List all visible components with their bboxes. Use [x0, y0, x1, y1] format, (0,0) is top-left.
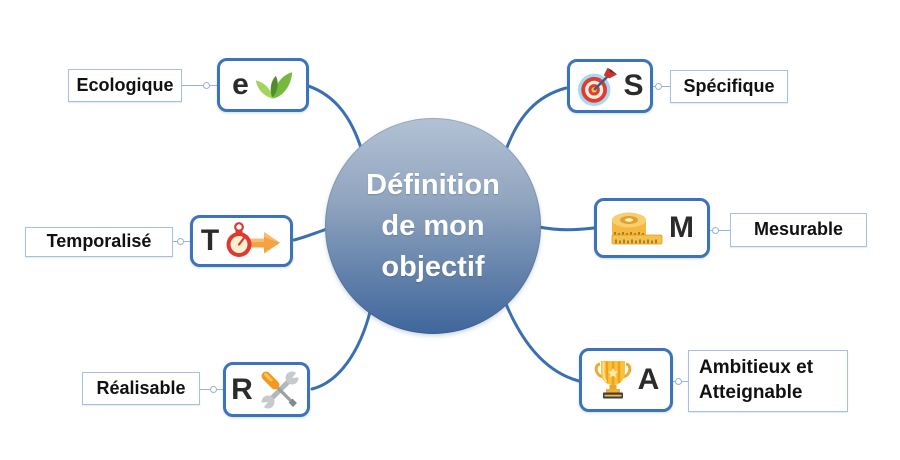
node-realisable[interactable]: R — [223, 362, 310, 417]
branch-curve-specifique — [504, 86, 568, 152]
branch-curve-mesurable — [537, 225, 596, 232]
trophy-icon — [594, 361, 631, 399]
label-realisable[interactable]: Réalisable — [82, 372, 200, 405]
label-specifique[interactable]: Spécifique — [670, 70, 788, 103]
connector-dot — [203, 81, 210, 89]
node-letter-m: M — [669, 211, 694, 244]
branch-curve-temporalise — [292, 227, 329, 242]
connector-dot — [712, 226, 719, 234]
label-ambitieux[interactable]: Ambitieux et Atteignable — [688, 350, 848, 412]
node-mesurable[interactable]: M — [594, 198, 710, 258]
connector-ambitieux — [672, 377, 689, 385]
node-specifique[interactable]: S — [567, 59, 653, 113]
connector-realisable — [199, 385, 224, 393]
tools-icon — [257, 370, 302, 409]
connector-mesurable — [709, 226, 731, 234]
node-letter-s: S — [623, 69, 644, 102]
connector-ecologique — [182, 81, 217, 89]
node-ambitieux[interactable]: A — [579, 348, 673, 412]
node-temporalise[interactable]: T — [190, 215, 293, 267]
node-letter-r: R — [231, 372, 253, 406]
branch-curve-ambitieux — [504, 302, 581, 383]
node-letter-a: A — [637, 363, 660, 396]
branch-curve-ecologique — [300, 82, 363, 150]
central-topic[interactable]: Définition de mon objectif — [325, 118, 541, 334]
connector-specifique — [652, 82, 671, 90]
connector-dot — [675, 377, 682, 385]
measuring-tape-icon — [611, 212, 663, 245]
central-title-line1: Définition — [366, 168, 500, 201]
node-letter-e: e — [232, 68, 249, 101]
connector-dot — [655, 82, 662, 90]
central-title-line3: objectif — [381, 250, 485, 283]
stopwatch-arrow-icon — [226, 222, 281, 257]
node-ecologique[interactable]: e — [217, 58, 309, 112]
target-icon — [578, 67, 618, 107]
node-letter-t: T — [200, 224, 220, 257]
connector-dot — [177, 237, 184, 245]
branch-curve-realisable — [310, 310, 372, 391]
label-temporalise[interactable]: Temporalisé — [25, 227, 173, 257]
label-mesurable[interactable]: Mesurable — [730, 213, 867, 247]
leaf-icon — [255, 72, 293, 99]
connector-temporalise — [172, 237, 191, 245]
label-ecologique[interactable]: Ecologique — [68, 69, 182, 102]
central-topic-title: Définition de mon objectif — [366, 165, 500, 288]
central-title-line2: de mon — [381, 209, 485, 242]
connector-dot — [210, 385, 217, 393]
